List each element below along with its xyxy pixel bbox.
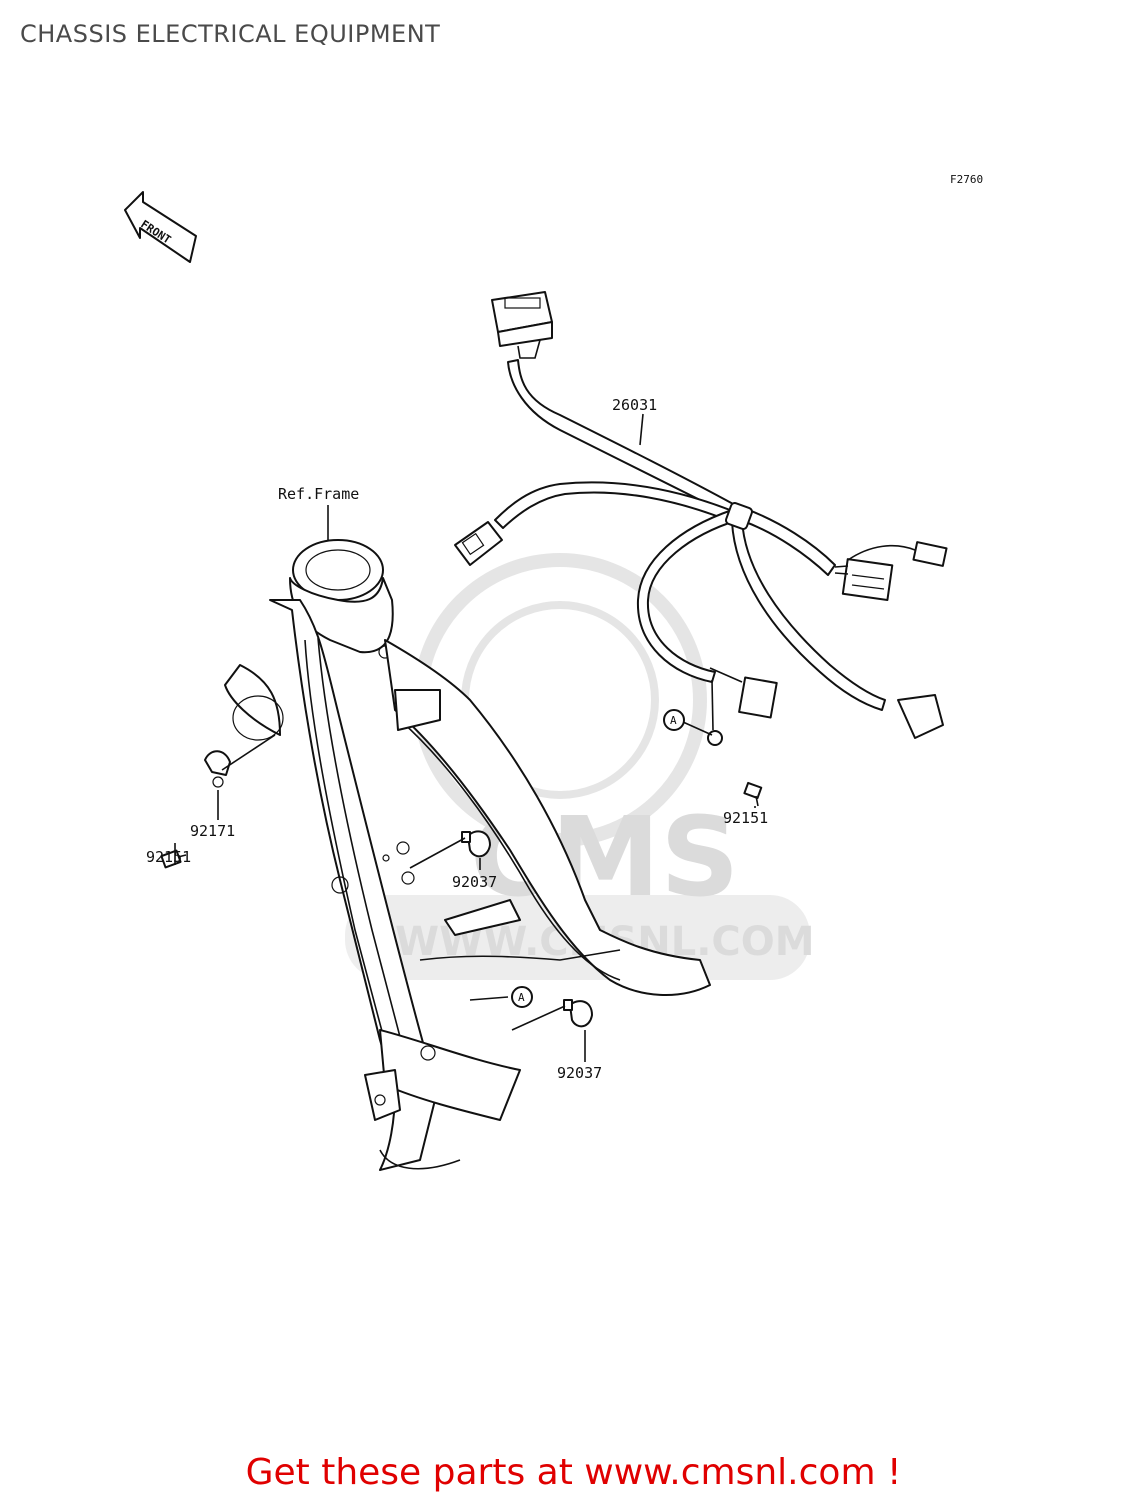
ref-marker-a-upper: A (663, 709, 685, 731)
mid-connector (709, 667, 778, 719)
page-title: CHASSIS ELECTRICAL EQUIPMENT (20, 20, 441, 48)
label-26031: 26031 (612, 396, 657, 414)
clamp-92171 (204, 750, 231, 788)
ref-marker-a-upper-label: A (670, 714, 677, 727)
ref-marker-a-lower: A (511, 986, 533, 1008)
label-ref-frame: Ref.Frame (278, 485, 359, 503)
label-92171: 92171 (190, 822, 235, 840)
main-connector (491, 291, 553, 359)
multi-pin-connector (834, 558, 894, 602)
label-92037-upper: 92037 (452, 873, 497, 891)
footer-cta[interactable]: Get these parts at www.cmsnl.com ! (245, 1452, 902, 1493)
frame (224, 539, 711, 1171)
label-92151-left: 92151 (146, 848, 191, 866)
ref-marker-a-lower-label: A (518, 991, 525, 1004)
wiring-harness (454, 291, 948, 746)
leader-lines (174, 413, 756, 1062)
clamp-92037-upper (461, 830, 491, 858)
clamp-92037-lower (563, 999, 593, 1028)
label-92151-right: 92151 (723, 809, 768, 827)
figure-code: F2760 (950, 173, 983, 186)
front-arrow-icon: FRONT (124, 191, 197, 263)
bolt-92151-right (743, 781, 763, 807)
label-92037-lower: 92037 (557, 1064, 602, 1082)
